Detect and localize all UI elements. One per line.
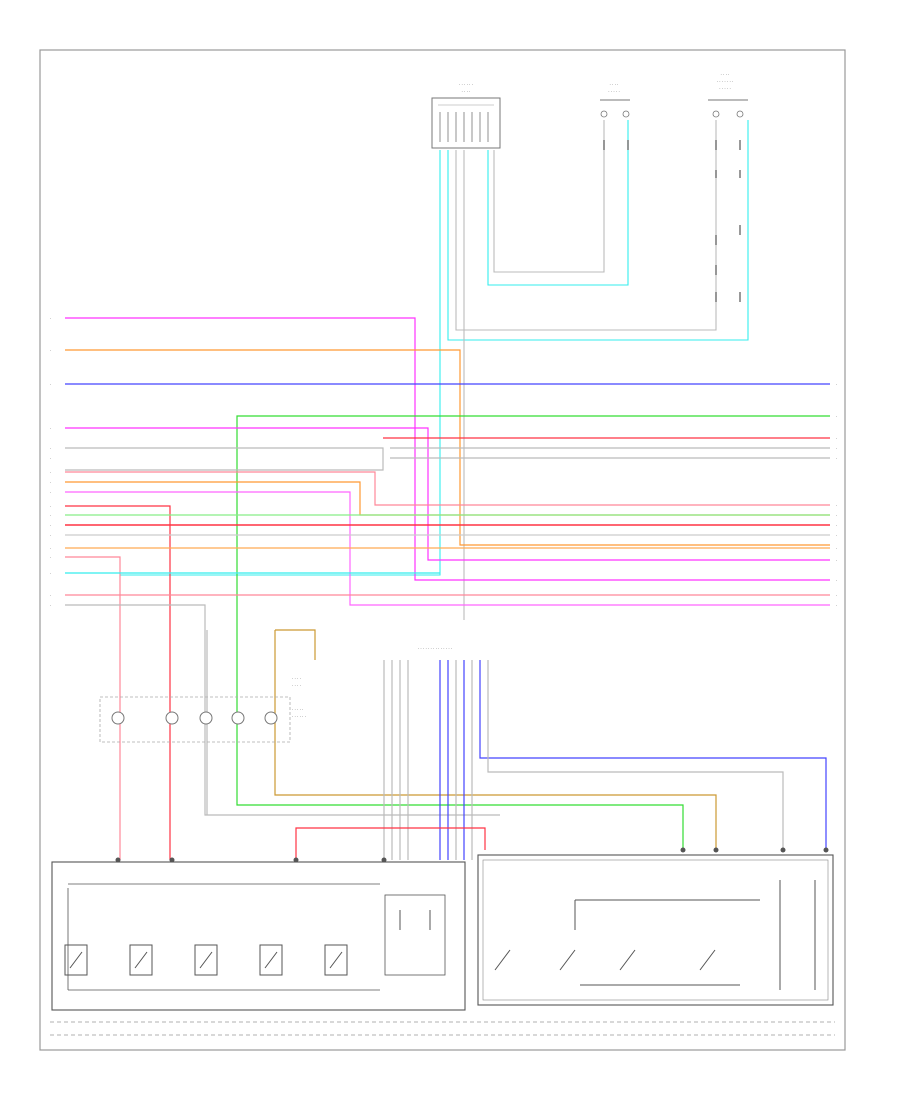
svg-text:·: · [50, 504, 51, 509]
svg-text:· · · · ·: · · · · · [608, 89, 619, 94]
svg-text:·: · [836, 456, 837, 461]
svg-text:· · · · · · · · · · · · · ·: · · · · · · · · · · · · · · [418, 646, 452, 651]
module-left [51, 857, 466, 1011]
svg-text:· · · · · ·: · · · · · · [292, 714, 306, 719]
splice-row: · · · · · · · · · · · · · · · · · · · [99, 676, 306, 743]
svg-text:·: · [836, 593, 837, 598]
svg-text:·: · [836, 546, 837, 551]
svg-text:· · · · ·: · · · · · [719, 86, 730, 91]
connector-top-right: · · · · · · · · · · · · · · · · [708, 72, 748, 118]
connector-top-middle: · · · · · · · · · [600, 82, 630, 118]
svg-text:·: · [50, 456, 51, 461]
svg-text:· · · · · · ·: · · · · · · · [717, 79, 734, 84]
svg-text:·: · [836, 523, 837, 528]
top-vertical-wires [120, 120, 749, 620]
svg-text:·: · [50, 426, 51, 431]
svg-text:·: · [50, 480, 51, 485]
svg-text:·: · [836, 603, 837, 608]
module-right [477, 847, 834, 1006]
svg-text:·: · [50, 490, 51, 495]
diagram-frame [39, 49, 846, 1051]
svg-text:· · · ·: · · · · [292, 676, 301, 681]
svg-text:·: · [836, 446, 837, 451]
svg-text:·: · [836, 436, 837, 441]
svg-text:·: · [50, 446, 51, 451]
svg-text:·: · [50, 513, 51, 518]
svg-text:·: · [836, 558, 837, 563]
middle-drops [206, 629, 717, 850]
left-pin-labels: · · · · · · · · · · · · · · · · · · [50, 316, 51, 608]
svg-text:·: · [836, 503, 837, 508]
svg-text:·: · [836, 533, 837, 538]
svg-text:· · · · ·: · · · · · [292, 707, 303, 712]
svg-text:·: · [50, 523, 51, 528]
svg-text:·: · [50, 555, 51, 560]
svg-text:·: · [50, 603, 51, 608]
bus-wires [65, 317, 830, 860]
svg-text:·: · [836, 513, 837, 518]
svg-text:· · · ·: · · · · [292, 683, 301, 688]
svg-text:·: · [50, 348, 51, 353]
svg-text:·: · [50, 571, 51, 576]
svg-text:·: · [836, 414, 837, 419]
svg-text:·: · [836, 578, 837, 583]
svg-text:· · · · · ·: · · · · · · [459, 82, 473, 87]
right-pin-labels: · · · · · · · · · · · · · · [836, 382, 837, 608]
center-connector: · · · · · · · · · · · · · · [383, 646, 452, 690]
svg-text:·: · [50, 470, 51, 475]
svg-text:·: · [836, 382, 837, 387]
svg-text:· · · ·: · · · · [462, 89, 471, 94]
svg-text:· · · ·: · · · · [610, 82, 619, 87]
vertical-wire-marks [603, 140, 741, 302]
svg-text:· · · ·: · · · · [721, 72, 730, 77]
svg-text:·: · [50, 533, 51, 538]
svg-text:·: · [50, 546, 51, 551]
svg-text:·: · [50, 316, 51, 321]
svg-text:·: · [50, 382, 51, 387]
connector-top-left: · · · · · · · · · · [431, 82, 501, 149]
center-drops [295, 660, 827, 860]
svg-text:·: · [50, 593, 51, 598]
bottom-labels [50, 1021, 835, 1036]
